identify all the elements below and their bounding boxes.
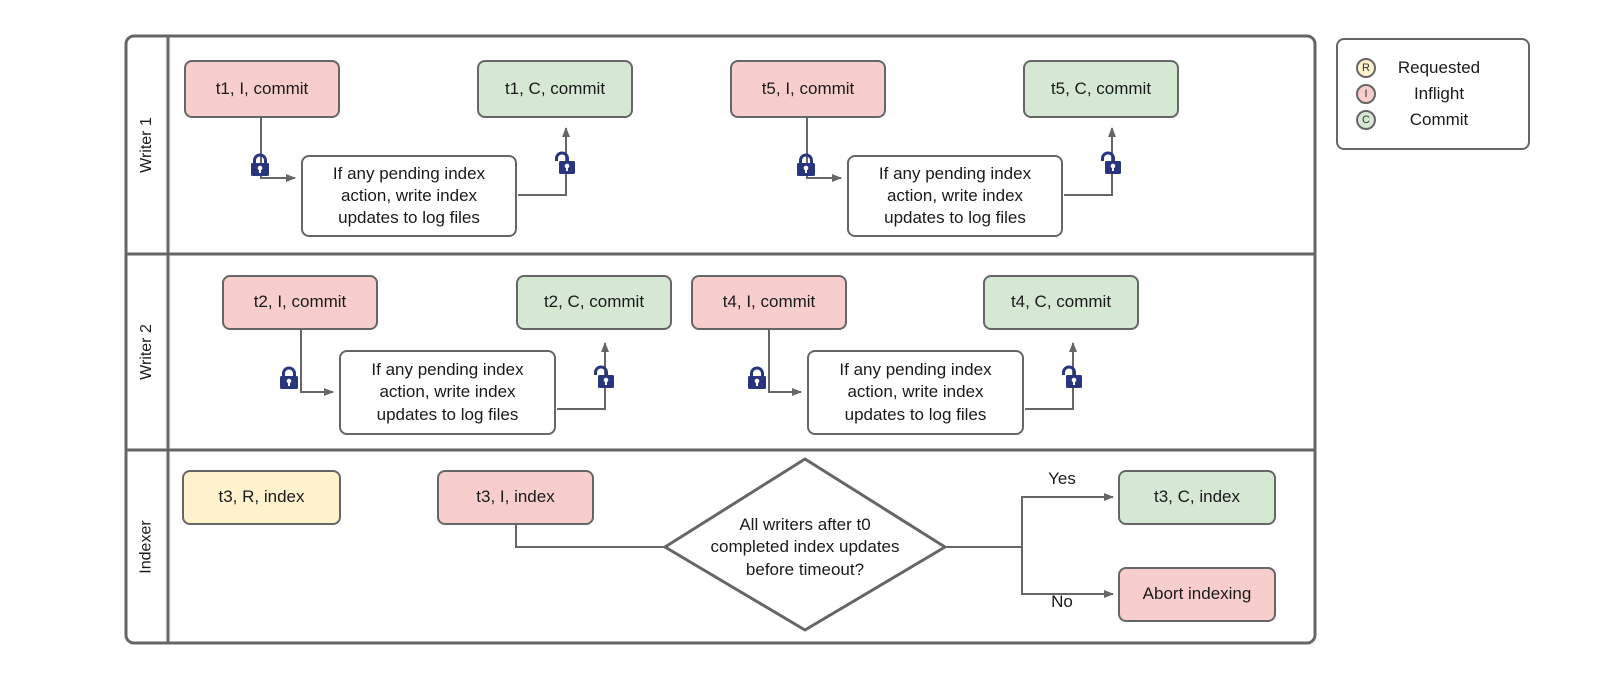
edge-w2a-in xyxy=(300,330,334,396)
node-t1-commit[interactable]: t1, C, commit xyxy=(477,60,633,118)
node-t4-commit[interactable]: t4, C, commit xyxy=(983,275,1139,330)
process-writer1-b[interactable]: If any pending index action, write index… xyxy=(847,155,1063,237)
edge-w1b-in xyxy=(806,117,842,182)
node-t3-inflight[interactable]: t3, I, index xyxy=(437,470,594,525)
node-t2-commit[interactable]: t2, C, commit xyxy=(516,275,672,330)
process-writer2-a[interactable]: If any pending index action, write index… xyxy=(339,350,556,435)
edge-indexer-to-decision xyxy=(515,525,687,551)
legend-item-inflight: I Inflight xyxy=(1356,81,1510,107)
edge-decision-no xyxy=(1021,547,1114,598)
legend-panel: R Requested I Inflight C Commit xyxy=(1336,38,1530,150)
swimlane-frame xyxy=(124,34,1317,645)
process-writer1-a[interactable]: If any pending index action, write index… xyxy=(301,155,517,237)
process-writer2-b[interactable]: If any pending index action, write index… xyxy=(807,350,1024,435)
edge-label-yes: Yes xyxy=(1048,469,1076,488)
node-abort-indexing[interactable]: Abort indexing xyxy=(1118,567,1276,622)
decision-label: All writers after t0 completed index upd… xyxy=(710,514,900,579)
legend-item-commit: C Commit xyxy=(1356,107,1510,133)
legend-badge-inflight-icon: I xyxy=(1356,84,1376,104)
node-t2-inflight[interactable]: t2, I, commit xyxy=(222,275,378,330)
lane-label-writer-2-text: Writer 2 xyxy=(138,324,155,380)
legend-badge-commit-icon: C xyxy=(1356,110,1376,130)
lock-closed-icon xyxy=(278,366,300,390)
lane-label-indexer-text: Indexer xyxy=(138,519,155,574)
decision-diamond xyxy=(663,457,947,632)
lane-label-writer-1: Writer 1 xyxy=(126,36,168,254)
legend-label-commit: Commit xyxy=(1409,110,1469,129)
legend-label-requested: Requested xyxy=(1397,58,1481,77)
lock-closed-icon xyxy=(795,153,817,177)
edge-w2b-in xyxy=(768,330,802,396)
node-t3-commit[interactable]: t3, C, index xyxy=(1118,470,1276,525)
lock-open-icon xyxy=(1100,151,1122,175)
lane-label-writer-2: Writer 2 xyxy=(126,254,168,450)
lock-open-icon xyxy=(593,365,615,389)
edge-w1b-out xyxy=(1064,127,1116,196)
lane-label-writer-1-text: Writer 1 xyxy=(138,117,155,173)
lane-label-indexer: Indexer xyxy=(126,450,168,643)
edge-label-no: No xyxy=(1051,592,1073,611)
edge-w1a-out xyxy=(518,127,570,196)
node-t3-requested[interactable]: t3, R, index xyxy=(182,470,341,525)
lock-closed-icon xyxy=(249,153,271,177)
legend-badge-requested-icon: R xyxy=(1356,58,1376,78)
lock-open-icon xyxy=(554,151,576,175)
edge-w1a-in xyxy=(260,118,296,182)
node-t4-inflight[interactable]: t4, I, commit xyxy=(691,275,847,330)
edge-decision-yes xyxy=(1021,493,1114,547)
node-t5-inflight[interactable]: t5, I, commit xyxy=(730,60,886,118)
edge-w2a-out xyxy=(557,342,609,410)
node-t1-inflight[interactable]: t1, I, commit xyxy=(184,60,340,118)
node-t5-commit[interactable]: t5, C, commit xyxy=(1023,60,1179,118)
legend-item-requested: R Requested xyxy=(1356,55,1510,81)
legend-label-inflight: Inflight xyxy=(1413,84,1465,103)
lock-open-icon xyxy=(1061,365,1083,389)
edge-w2b-out xyxy=(1025,342,1077,410)
lock-closed-icon xyxy=(746,366,768,390)
